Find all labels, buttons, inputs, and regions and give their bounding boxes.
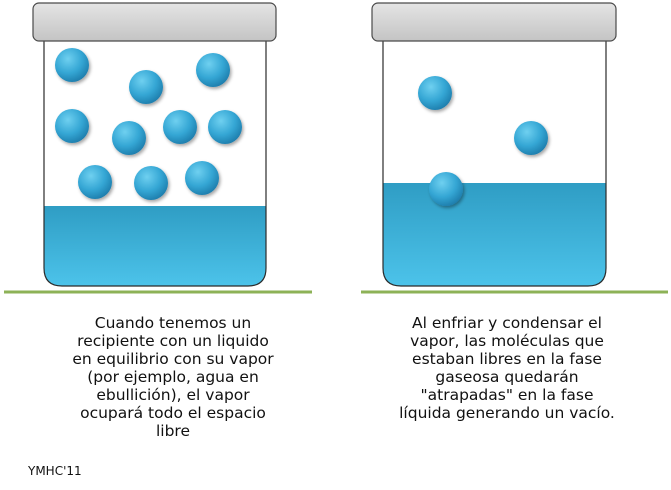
left-caption: Cuando tenemos un recipiente con un liqu… bbox=[18, 314, 328, 440]
vapor-molecule bbox=[112, 121, 146, 155]
left-vapor-molecules bbox=[55, 48, 242, 200]
vapor-molecule bbox=[129, 70, 163, 104]
left-glass-outline bbox=[43, 40, 267, 287]
left-liquid bbox=[44, 206, 266, 286]
caption-line: estaban libres en la fase bbox=[412, 350, 602, 368]
right-vapor-molecules bbox=[418, 76, 548, 206]
caption-line: Al enfriar y condensar el bbox=[412, 314, 602, 332]
caption-line: recipiente con un liquido bbox=[77, 332, 269, 350]
vapor-molecule bbox=[55, 48, 89, 82]
caption-line: gaseosa quedarán bbox=[435, 368, 579, 386]
right-glass-outline bbox=[382, 40, 607, 287]
vapor-molecule bbox=[429, 172, 463, 206]
caption-line: "atrapadas" en la fase bbox=[420, 386, 594, 404]
vapor-molecule bbox=[163, 110, 197, 144]
caption-line: ocupará todo el espacio bbox=[80, 404, 266, 422]
vapor-molecule bbox=[185, 161, 219, 195]
caption-line: Cuando tenemos un bbox=[94, 314, 252, 332]
caption-line: libre bbox=[155, 422, 191, 440]
author-credit: YMHC'11 bbox=[28, 464, 82, 478]
caption-line: vapor, las moléculas que bbox=[410, 332, 604, 350]
vapor-molecule bbox=[514, 121, 548, 155]
left-lid bbox=[32, 2, 277, 42]
vapor-molecule bbox=[78, 165, 112, 199]
vapor-molecule bbox=[196, 53, 230, 87]
caption-line: líquida generando un vacío. bbox=[399, 404, 615, 422]
caption-line: ebullición), el vapor bbox=[96, 386, 250, 404]
right-caption: Al enfriar y condensar el vapor, las mol… bbox=[352, 314, 662, 422]
caption-line: (por ejemplo, agua en bbox=[87, 368, 259, 386]
vapor-molecule bbox=[134, 166, 168, 200]
caption-line: en equilibrio con su vapor bbox=[72, 350, 274, 368]
vapor-molecule bbox=[208, 110, 242, 144]
vapor-molecule bbox=[55, 109, 89, 143]
right-liquid bbox=[383, 183, 606, 286]
right-lid bbox=[371, 2, 617, 42]
right-container bbox=[371, 2, 617, 287]
vapor-molecule bbox=[418, 76, 452, 110]
left-container bbox=[32, 2, 277, 287]
